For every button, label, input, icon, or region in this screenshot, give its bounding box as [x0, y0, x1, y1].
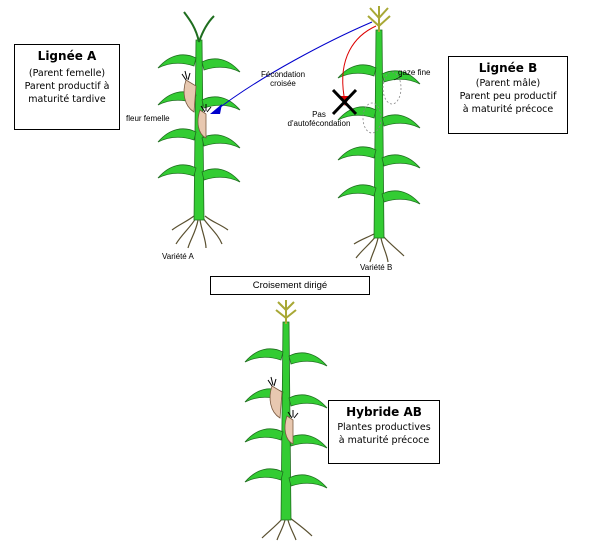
gauze-bag-icon [362, 102, 382, 134]
line-a-desc-1: Parent productif à [24, 81, 110, 92]
roots-icon [171, 215, 229, 249]
line-a-role: (Parent femelle) [28, 68, 106, 79]
fine-gauze-label: gaze fine [398, 68, 431, 77]
no-self-fertilization-line-1: Pas [312, 110, 326, 119]
line-b-title: Lignée B [478, 61, 538, 75]
line-a-box: Lignée A (Parent femelle) Parent product… [14, 44, 120, 130]
line-b-desc-1: Parent peu productif [459, 91, 557, 102]
variety-a-label: Variété A [162, 252, 194, 261]
no-self-fertilization-label: Pas d'autofécondation [286, 110, 352, 128]
no-self-fertilization-line-2: d'autofécondation [287, 119, 351, 128]
line-a-desc-2: maturité tardive [28, 94, 106, 105]
hybrid-box: Hybride AB Plantes productives à maturit… [328, 400, 440, 464]
hybrid-desc-1: Plantes productives [337, 422, 431, 433]
cross-fertilization-label-line-1: Fécondation [260, 70, 306, 79]
tassel-icon [275, 300, 297, 324]
line-b-desc-2: à maturité précoce [462, 104, 554, 115]
line-b-role: (Parent mâle) [475, 78, 541, 89]
variety-b-label: Variété B [360, 263, 393, 272]
line-b-box: Lignée B (Parent mâle) Parent peu produc… [448, 56, 568, 134]
female-flower-label: fleur femelle [126, 114, 170, 123]
ear-icon [284, 415, 294, 445]
ear-icon [183, 79, 197, 113]
cross-fertilization-arrow [210, 21, 373, 114]
hybrid-desc-2: à maturité précoce [338, 435, 430, 446]
directed-cross-label: Croisement dirigé [252, 280, 328, 291]
roots-icon [353, 233, 405, 263]
hybrid-title: Hybride AB [346, 405, 422, 419]
gauze-pointer [393, 75, 403, 81]
line-a-title: Lignée A [37, 49, 97, 63]
ear-icon [269, 385, 283, 419]
gauze-bag-icon [382, 71, 402, 105]
tassel-icon [367, 6, 391, 32]
maize-plant-b [337, 6, 421, 263]
maize-plant-a [157, 11, 241, 249]
ear-icon [197, 109, 207, 139]
cross-fertilization-label: Fécondation croisée [248, 70, 318, 88]
directed-cross-box: Croisement dirigé [210, 276, 370, 295]
maize-plant-hybrid [244, 300, 328, 541]
roots-icon [261, 517, 313, 541]
blocked-cross-mark-icon [331, 88, 358, 116]
cross-fertilization-label-line-2: croisée [270, 79, 296, 88]
